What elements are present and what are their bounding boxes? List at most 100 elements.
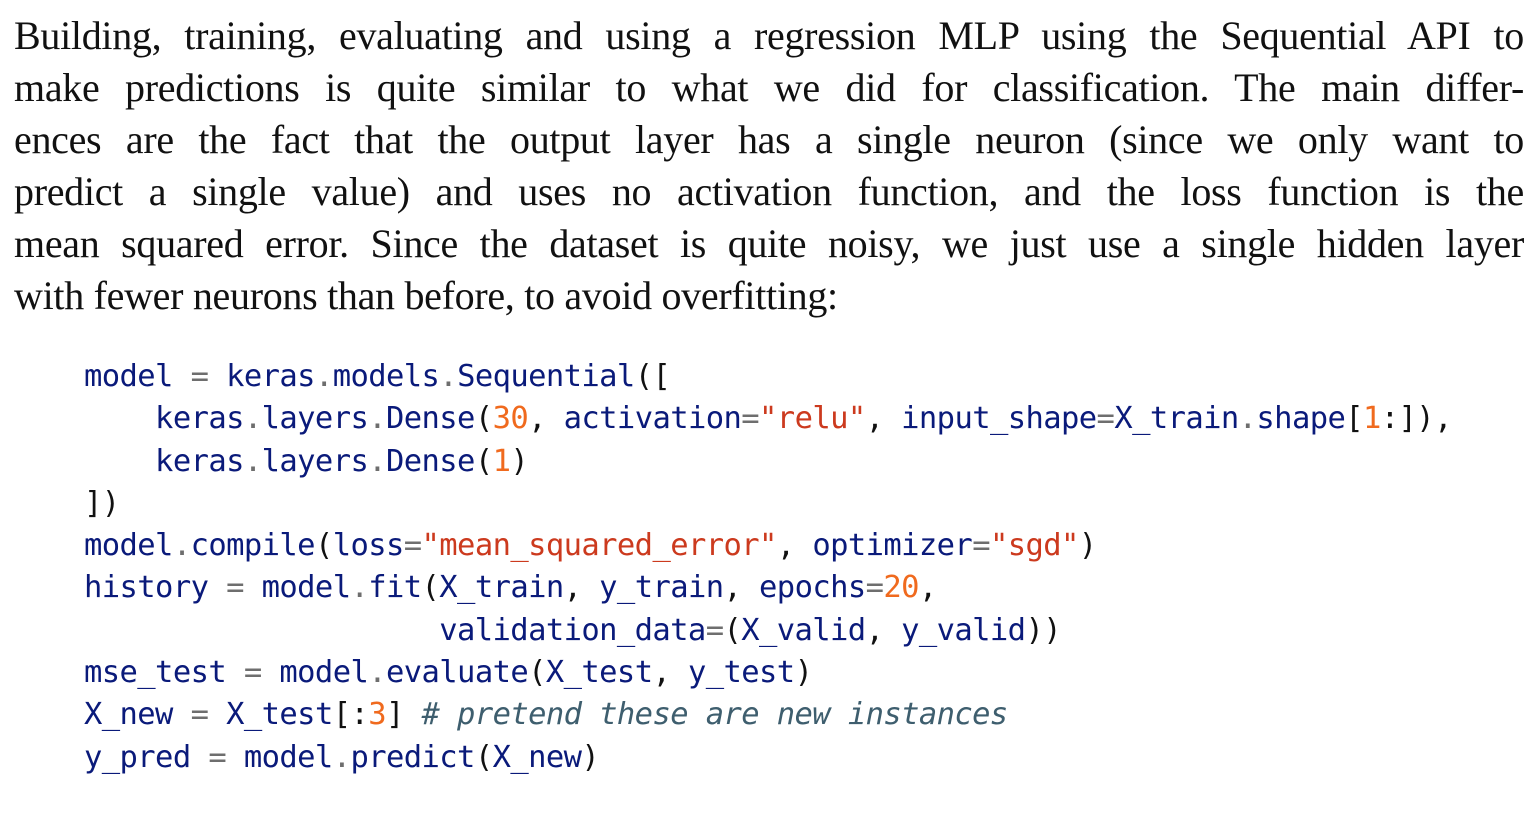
code-punctuation: [: xyxy=(332,697,369,733)
code-identifier: X_train xyxy=(1114,401,1239,437)
code-operator: = xyxy=(172,697,227,733)
code-punctuation: , xyxy=(865,401,902,437)
code-identifier: mse_test xyxy=(84,655,227,691)
paragraph-line: make predictions is quite similar to wha… xyxy=(14,65,1524,110)
code-identifier: layers xyxy=(261,443,369,479)
code-identifier: X_train xyxy=(439,570,564,606)
code-line: keras.layers.Dense(1) xyxy=(84,441,1452,483)
code-number: 1 xyxy=(1363,401,1381,437)
code-line: X_new = X_test[:3] # pretend these are n… xyxy=(84,694,1452,736)
code-operator: . xyxy=(332,739,351,775)
code-punctuation: ( xyxy=(474,443,493,479)
code-identifier: validation_data xyxy=(84,612,706,648)
code-identifier: compile xyxy=(190,528,316,564)
code-operator: = xyxy=(226,655,280,691)
code-punctuation: ( xyxy=(528,655,546,691)
code-identifier: evaluate xyxy=(386,655,529,691)
code-identifier: keras xyxy=(84,401,244,437)
code-operator: . xyxy=(350,570,369,606)
code-number: 1 xyxy=(492,443,511,479)
code-identifier: models xyxy=(332,359,440,394)
code-identifier: input_shape xyxy=(901,401,1097,437)
code-identifier: Dense xyxy=(385,401,475,437)
code-operator: = xyxy=(172,359,227,394)
code-punctuation: [ xyxy=(1345,401,1364,437)
code-identifier: fit xyxy=(368,570,422,606)
code-punctuation: ( xyxy=(474,739,493,775)
code-identifier: optimizer xyxy=(812,528,973,564)
code-identifier: activation xyxy=(563,401,742,437)
code-block: model = keras.models.Sequential([ keras.… xyxy=(84,356,1452,779)
code-punctuation: ]) xyxy=(84,485,120,521)
code-operator: . xyxy=(314,359,333,394)
code-comment: # pretend these are new instances xyxy=(421,697,1009,733)
paragraph-line: ences are the fact that the output layer… xyxy=(14,117,1524,162)
code-string: "sgd" xyxy=(989,528,1079,564)
code-string: "mean_squared_error" xyxy=(421,528,778,564)
code-number: 30 xyxy=(492,401,529,437)
code-identifier: keras xyxy=(84,443,244,479)
code-line: keras.layers.Dense(30, activation="relu"… xyxy=(84,398,1452,440)
code-punctuation: ( xyxy=(421,570,440,606)
code-punctuation: ) xyxy=(1078,528,1097,564)
code-punctuation: ( xyxy=(723,612,742,648)
code-identifier: Sequential xyxy=(457,359,635,394)
code-identifier: X_new xyxy=(492,739,582,775)
code-operator: . xyxy=(368,401,386,437)
code-operator: = xyxy=(865,570,884,606)
code-line: y_pred = model.predict(X_new) xyxy=(84,737,1452,779)
code-line: model.compile(loss="mean_squared_error",… xyxy=(84,525,1452,567)
code-operator: = xyxy=(972,528,990,564)
code-operator: = xyxy=(741,401,760,437)
code-line: history = model.fit(X_train, y_train, ep… xyxy=(84,567,1452,609)
code-punctuation: , xyxy=(865,612,902,648)
code-punctuation: ([ xyxy=(634,359,671,394)
code-identifier: predict xyxy=(350,739,475,775)
code-line: ]) xyxy=(84,483,1452,525)
code-operator: . xyxy=(368,655,386,691)
code-operator: . xyxy=(368,443,386,479)
code-identifier: model xyxy=(84,528,173,564)
code-operator: . xyxy=(172,528,191,564)
code-identifier: X_valid xyxy=(741,612,866,648)
paragraph-line: mean squared error. Since the dataset is… xyxy=(14,221,1524,266)
code-operator: . xyxy=(439,359,458,394)
code-punctuation: :]), xyxy=(1380,401,1453,437)
code-identifier: layers xyxy=(261,401,369,437)
code-identifier: X_new xyxy=(84,697,173,733)
code-punctuation: , xyxy=(652,655,688,691)
code-identifier: model xyxy=(84,359,173,394)
body-paragraph: Building, training, evaluating and using… xyxy=(14,10,1524,322)
code-identifier: Dense xyxy=(385,443,475,479)
code-identifier: model xyxy=(243,739,333,775)
code-punctuation: , xyxy=(563,570,600,606)
code-operator: = xyxy=(1096,401,1115,437)
code-identifier: y_train xyxy=(599,570,724,606)
code-identifier: keras xyxy=(226,359,315,394)
code-number: 3 xyxy=(368,697,386,733)
paragraph-line: Building, training, evaluating and using… xyxy=(14,13,1524,58)
code-operator: . xyxy=(243,401,262,437)
code-punctuation: , xyxy=(528,401,564,437)
code-line: validation_data=(X_valid, y_valid)) xyxy=(84,610,1452,652)
code-identifier: y_test xyxy=(687,655,795,691)
code-punctuation: , xyxy=(776,528,813,564)
code-string: "relu" xyxy=(759,401,866,437)
code-identifier: model xyxy=(261,570,351,606)
code-punctuation: ) xyxy=(510,443,529,479)
paragraph-line: predict a single value) and uses no acti… xyxy=(14,169,1524,214)
code-punctuation: , xyxy=(918,570,937,606)
code-punctuation: , xyxy=(723,570,760,606)
code-operator: . xyxy=(1238,401,1257,437)
code-punctuation: ( xyxy=(314,528,333,564)
code-identifier: X_test xyxy=(226,697,333,733)
code-number: 20 xyxy=(883,570,919,606)
code-operator: = xyxy=(403,528,422,564)
code-identifier: epochs xyxy=(759,570,866,606)
code-identifier: X_test xyxy=(545,655,653,691)
code-punctuation: ( xyxy=(474,401,493,437)
code-punctuation: )) xyxy=(1025,612,1061,648)
paragraph-line: with fewer neurons than before, to avoid… xyxy=(14,273,838,318)
code-identifier: model xyxy=(279,655,369,691)
code-identifier: shape xyxy=(1256,401,1346,437)
